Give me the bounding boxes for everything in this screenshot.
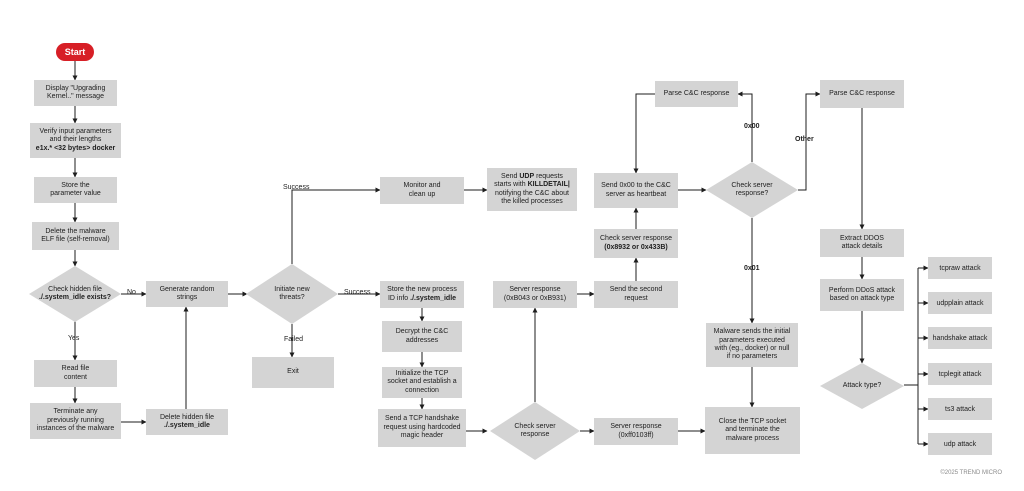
check-resp-mid-text: Check server response: [600, 235, 672, 243]
node-exit: Exit: [252, 357, 334, 388]
delete-hidden-text: Delete hidden file: [159, 413, 215, 421]
diamond-initiate-threats: [246, 264, 338, 324]
node-init-tcp: Initialize the TCP socket and establish …: [382, 367, 462, 398]
attack-udpplain: udpplain attack: [928, 292, 992, 314]
node-delete-hidden: Delete hidden file ./.system_idle: [146, 409, 228, 435]
attack-udp: udp attack: [928, 433, 992, 455]
node-display-message: Display "Upgrading Kernel.." message: [34, 80, 117, 106]
node-server-resp-2: Server response (0xff0103ff): [594, 418, 678, 445]
check-hidden-text: Check hidden file: [48, 285, 102, 293]
node-delete-elf: Delete the malware ELF file (self-remova…: [32, 222, 119, 250]
node-verify-params: Verify input parameters and their length…: [30, 123, 121, 158]
node-read-file: Read file content: [34, 360, 117, 387]
node-send-heartbeat: Send 0x00 to the C&C server as heartbeat: [594, 173, 678, 208]
edge-initiate-monitor: [291, 187, 381, 264]
node-store-parameter: Store the parameter value: [34, 177, 117, 203]
edge-label-failed: Failed: [284, 336, 304, 343]
node-monitor-cleanup: Monitor and clean up: [380, 177, 464, 204]
node-check-resp-mid: Check server response (0x8932 or 0x433B): [594, 229, 678, 258]
node-send-second: Send the second request: [594, 281, 678, 308]
node-malware-sends: Malware sends the initial parameters exe…: [706, 323, 798, 367]
delete-hidden-bold: ./.system_idle: [164, 422, 210, 429]
node-parse-cc-2: Parse C&C response: [820, 80, 904, 108]
node-generate-random: Generate random strings: [146, 281, 228, 307]
node-extract-ddos: Extract DDOS attack details: [820, 229, 904, 257]
node-close-tcp: Close the TCP socket and terminate the m…: [705, 407, 800, 454]
edge-checktop-parse2: [798, 91, 821, 191]
diamond-check-resp-top: [706, 162, 798, 218]
verify-params-text: Verify input parameters and their length…: [39, 127, 112, 144]
node-parse-cc-1: Parse C&C response: [655, 81, 738, 107]
node-server-resp-1: Server response (0xB043 or 0xB931): [493, 281, 577, 308]
edge-label-no: No: [127, 289, 136, 296]
diamond-check-resp-bottom: [490, 402, 580, 460]
label-check-resp-bottom: Check server response: [514, 422, 556, 438]
node-send-udp: Send UDP requests starts with KILLDETAIL…: [487, 168, 577, 211]
verify-params-bold: e1x.* <32 bytes> docker: [35, 144, 116, 152]
copyright-text: ©2025 TREND MICRO: [940, 470, 1002, 476]
node-store-pid: Store the new process ID info ./.system_…: [380, 281, 464, 308]
edge-label-other: Other: [795, 136, 814, 143]
edge-parse1-heartbeat: [633, 93, 655, 174]
store-pid-line1: Store the new process: [387, 286, 457, 294]
check-hidden-bold: ./.system_idle exists?: [39, 294, 111, 301]
start-node: Start: [56, 43, 94, 61]
send-udp-text: Send UDP requests starts with KILLDETAIL…: [494, 172, 570, 205]
attack-tcplegit: tcplegit attack: [928, 363, 992, 385]
edge-label-yes: Yes: [68, 335, 80, 342]
edge-label-success-mid: Success: [344, 289, 371, 296]
node-terminate-previous: Terminate any previously running instanc…: [30, 403, 121, 439]
node-send-handshake: Send a TCP handshake request using hardc…: [378, 409, 466, 447]
label-initiate-threats: Initiate new threats?: [274, 285, 310, 301]
node-decrypt-cc: Decrypt the C&C addresses: [382, 321, 462, 352]
diamond-attack-type: [820, 363, 904, 409]
edge-label-0x01: 0x01: [744, 265, 760, 272]
attack-handshake: handshake attack: [928, 327, 992, 349]
label-check-resp-top: Check server response?: [731, 181, 773, 197]
attack-tcpraw: tcpraw attack: [928, 257, 992, 279]
check-resp-mid-bold: (0x8932 or 0x433B): [604, 243, 668, 251]
attack-ts3: ts3 attack: [928, 398, 992, 420]
edge-label-success-top: Success: [283, 184, 310, 191]
label-check-hidden: Check hidden file ./.system_idle exists?: [29, 282, 121, 306]
diamond-check-hidden: [29, 266, 121, 322]
label-attack-type: Attack type?: [842, 381, 882, 389]
node-perform-ddos: Perform DDoS attack based on attack type: [820, 279, 904, 311]
edge-checktop-parse1: [737, 91, 753, 162]
store-pid-line2: ID info ./.system_idle: [387, 294, 457, 302]
edge-label-0x00: 0x00: [744, 123, 760, 130]
